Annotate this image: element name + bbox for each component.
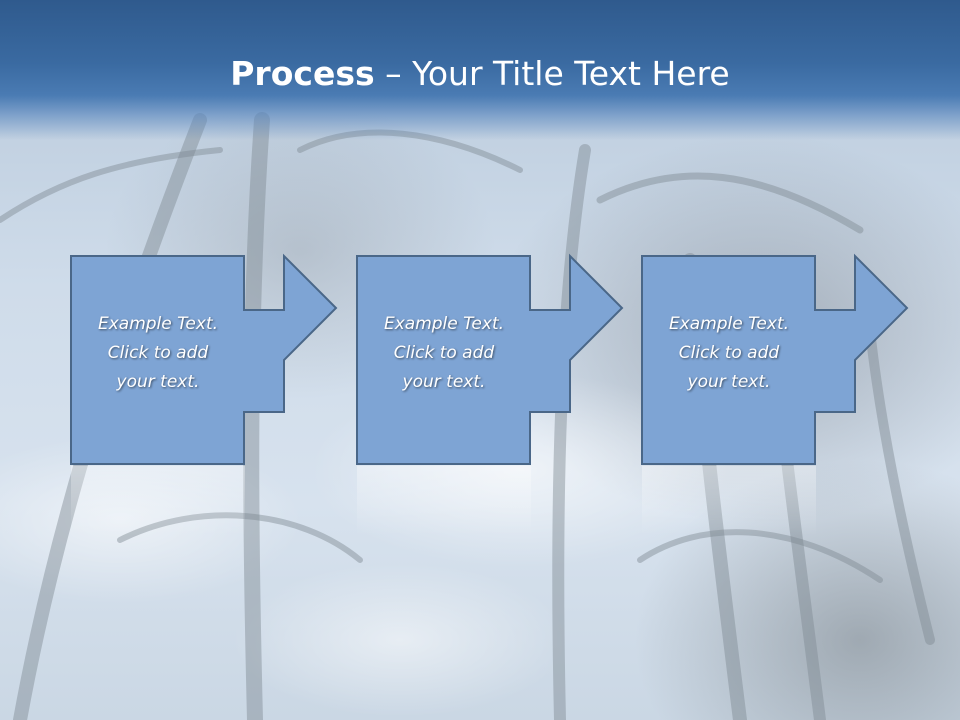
slide-title[interactable]: Process – Your Title Text Here bbox=[0, 52, 960, 96]
title-banner: Process – Your Title Text Here bbox=[0, 0, 960, 140]
step-line-1: Example Text. bbox=[97, 314, 219, 334]
title-rest-text: – Your Title Text Here bbox=[374, 54, 730, 93]
reflection bbox=[71, 466, 245, 536]
step-shape bbox=[356, 253, 624, 536]
step-line-3: your text. bbox=[116, 372, 200, 392]
step-line-3: your text. bbox=[687, 372, 771, 392]
step-text[interactable]: Example Text. Click to add your text. bbox=[357, 310, 531, 397]
right-arrow-icon bbox=[641, 253, 909, 465]
title-bold-text: Process bbox=[230, 54, 375, 93]
process-step-2[interactable]: Example Text. Click to add your text. bbox=[356, 253, 637, 546]
process-step-3[interactable]: Example Text. Click to add your text. bbox=[641, 253, 922, 546]
process-step-1[interactable]: Example Text. Click to add your text. bbox=[70, 253, 351, 546]
step-text[interactable]: Example Text. Click to add your text. bbox=[642, 310, 816, 397]
reflection bbox=[357, 466, 531, 536]
step-line-2: Click to add bbox=[393, 343, 495, 363]
step-line-2: Click to add bbox=[678, 343, 780, 363]
step-text[interactable]: Example Text. Click to add your text. bbox=[71, 310, 245, 397]
reflection bbox=[642, 466, 816, 536]
step-line-2: Click to add bbox=[107, 343, 209, 363]
step-line-3: your text. bbox=[402, 372, 486, 392]
right-arrow-icon bbox=[356, 253, 624, 465]
step-shape bbox=[641, 253, 909, 536]
step-line-1: Example Text. bbox=[668, 314, 790, 334]
right-arrow-icon bbox=[70, 253, 338, 465]
step-line-1: Example Text. bbox=[383, 314, 505, 334]
step-shape bbox=[70, 253, 338, 536]
